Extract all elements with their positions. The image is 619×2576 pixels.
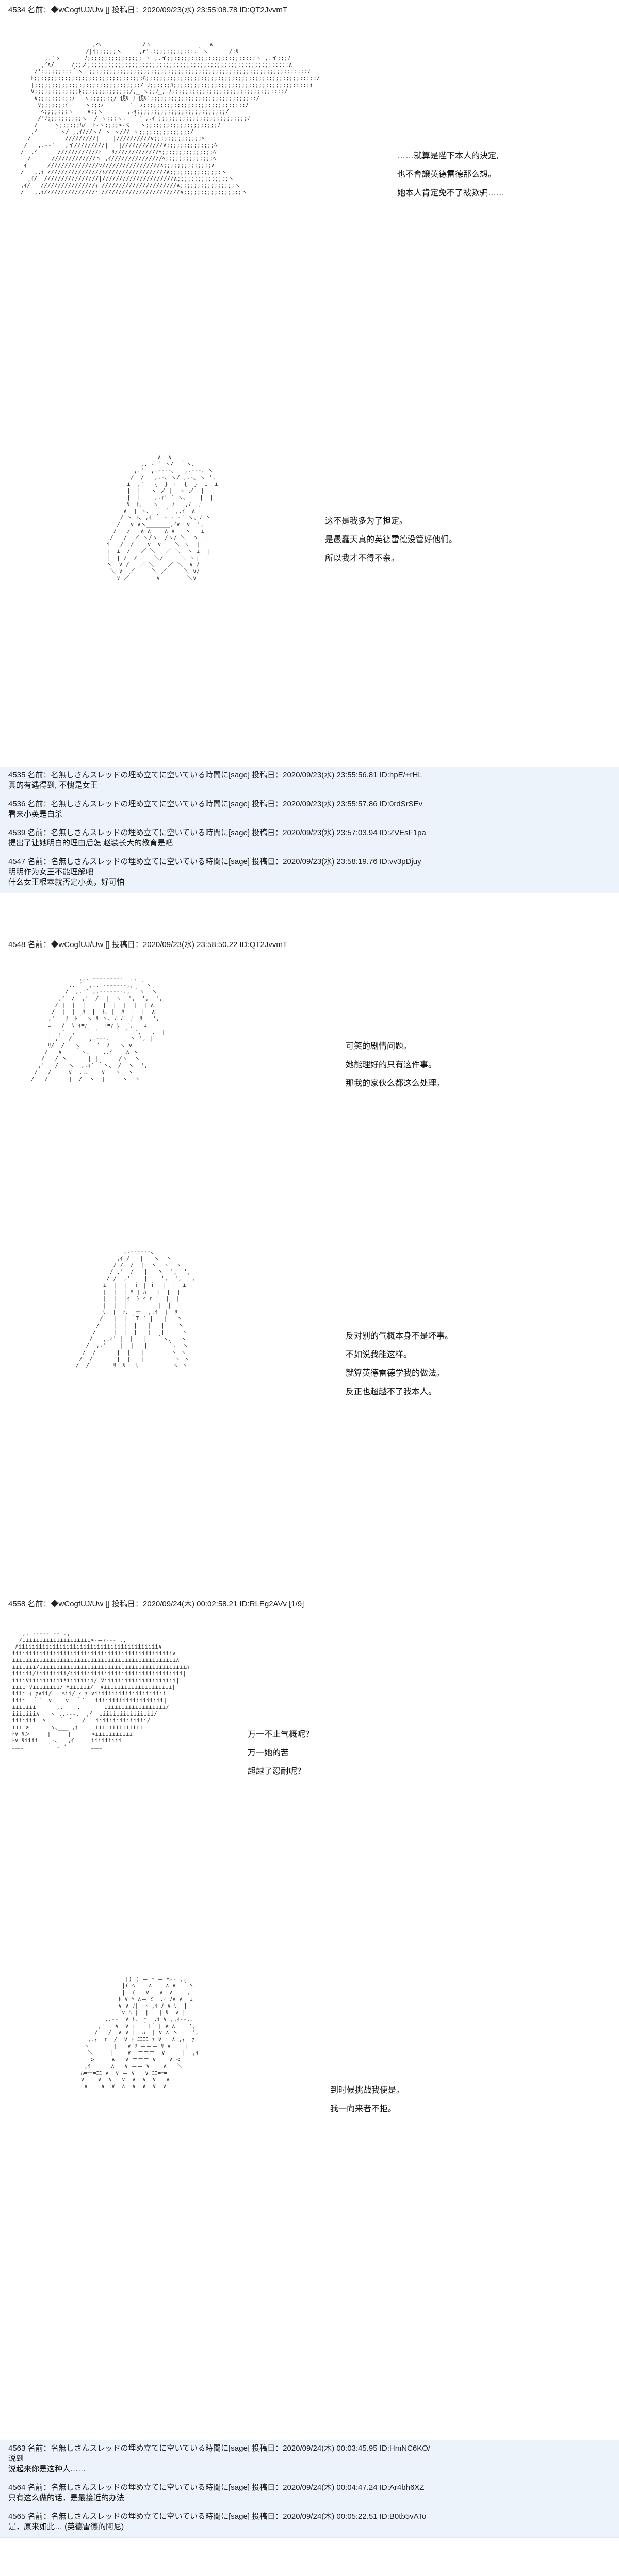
response-header: 4563 名前：名無しさんスレッドの埋め立てに空いている時間に[sage] 投稿… <box>8 2444 431 2453</box>
ascii-art-king-grinning: ,ヘ /ヽ ∧ /|j;;;;;;ヽ ,r'.:;;;;;;;;;::.｀ヽ /… <box>21 41 320 195</box>
dialogue-line: 反对别的气概本身不是坏事。 <box>346 1332 453 1341</box>
dialogue-4558-a: 万一不止气概呢？ 万一她的苦 超越了忍耐呢？ <box>248 1729 314 1785</box>
dialogue-line: 超越了忍耐呢？ <box>248 1767 306 1776</box>
ascii-art-character-b: ,.-‐‐‐--、 ,ｲ / | ヽ ヽ / / / | ヽ ヽ ヽ / ,' … <box>75 1248 196 1369</box>
response-body: 真的有遇得到, 不愧是女王 <box>8 781 98 790</box>
dialogue-4534-b: 这不是我多为了担定。 是愚蠢天真的英德雷德没管好他们。 所以我才不得不亲。 <box>325 516 457 572</box>
dialogue-line: 不如说我能这样。 <box>346 1350 412 1359</box>
response-header: 4565 名前：名無しさんスレッドの埋め立てに空いている時間に[sage] 投稿… <box>8 2512 427 2521</box>
dialogue-4548-a: 可笑的剧情问题。 她能理好的只有这件事。 那我的家伙么都这么处理。 <box>346 1041 445 1097</box>
dialogue-line: 这不是我多为了担定。 <box>325 517 408 526</box>
dialogue-line: ……就算是陛下本人的決定, <box>397 152 499 160</box>
response-header: 4564 名前：名無しさんスレッドの埋め立てに空いている時間に[sage] 投稿… <box>8 2483 425 2492</box>
dialogue-line: 她能理好的只有这件事。 <box>346 1061 437 1069</box>
dialogue-4558-b: 到时候挑战我便是。 我一向来者不拒。 <box>330 2085 404 2122</box>
post-header-4558: 4558 名前：◆wCogfUJ/Uw [] 投稿日：2020/09/24(木)… <box>8 1600 304 1608</box>
response-body: 是，原来如此… (英德雷德的阿尼) <box>8 2522 124 2531</box>
dialogue-line: 万一她的苦 <box>248 1749 289 1757</box>
response-body: 说到 说起来你是这种人…… <box>8 2454 86 2473</box>
post-header-4548: 4548 名前：◆wCogfUJ/Uw [] 投稿日：2020/09/23(水)… <box>8 940 288 949</box>
dialogue-line: 就算英德雷德学我的做法。 <box>346 1369 445 1378</box>
response-body: 看来小英是白杀 <box>8 810 63 819</box>
dialogue-line: 反正也超越不了我本人。 <box>346 1388 437 1396</box>
response-item: 4536 名前：名無しさんスレッドの埋め立てに空いている時間に[sage] 投稿… <box>0 796 619 825</box>
dialogue-line: 是愚蠢天真的英德雷德没管好他们。 <box>325 535 458 544</box>
dialogue-line: 她本人肯定免不了被欺骗…… <box>397 189 505 198</box>
response-header: 4539 名前：名無しさんスレッドの埋め立てに空いている時間に[sage] 投稿… <box>8 828 426 837</box>
dialogue-line: 可笑的剧情问题。 <box>346 1042 412 1051</box>
dialogue-line: 所以我才不得不亲。 <box>325 554 400 563</box>
response-header: 4536 名前：名無しさんスレッドの埋め立てに空いている時間に[sage] 投稿… <box>8 800 423 808</box>
post-header-4534: 4534 名前：◆wCogfUJ/Uw [] 投稿日：2020/09/23(水)… <box>8 6 288 14</box>
dialogue-line: 我一向来者不拒。 <box>330 2105 397 2113</box>
response-item: 4563 名前：名無しさんスレッドの埋め立てに空いている時間に[sage] 投稿… <box>0 2440 619 2480</box>
dialogue-line: 那我的家伙么都这么处理。 <box>346 1079 445 1088</box>
response-item: 4535 名前：名無しさんスレッドの埋め立てに空いている時間に[sage] 投稿… <box>0 767 619 796</box>
ascii-art-character-a: ,.. -‐‐‐‐‐‐‐- ., ,.'´ ,.. -‐‐‐‐‐-., ｀ヽ /… <box>31 975 166 1082</box>
dialogue-line: 也不會讓英德雷德那么想。 <box>397 170 497 179</box>
response-item: 4539 名前：名無しさんスレッドの埋め立てに空いている時間に[sage] 投稿… <box>0 825 619 854</box>
response-item: 4564 名前：名無しさんスレッドの埋め立てに空いている時間に[sage] 投稿… <box>0 2480 619 2508</box>
ascii-art-king-smug: ∧ ∧ ,. ‐'´ ヽ/ ｀ヽ､ ,.' ,.-‐‐-､ ,.-‐-､ ヽ /… <box>106 454 218 581</box>
dialogue-4548-b: 反对别的气概本身不是坏事。 不如说我能这样。 就算英德雷德学我的做法。 反正也超… <box>346 1331 453 1405</box>
response-body: 只有这么做的话，是最接近的办法 <box>8 2493 125 2502</box>
ascii-art-character-d: |) ( ＝ ｰ ＝ ﾍ-- ,. |( ﾍ ∧ ∧ ∧ ｀ヽ | ( ∨ ∨ … <box>80 1976 199 2090</box>
response-body: 明明作为女王不能理解吧 什么女王根本就否定小英，好可怕 <box>8 868 125 887</box>
ascii-art-character-c: ,. -‐‐‐‐ ‐- ., /iiiiiiiiiiiiiiiiiiii>‐＝ｧ… <box>12 1630 189 1751</box>
dialogue-line: 万一不止气概呢？ <box>248 1730 314 1739</box>
response-item: 4547 名前：名無しさんスレッドの埋め立てに空いている時間に[sage] 投稿… <box>0 854 619 893</box>
response-header: 4547 名前：名無しさんスレッドの埋め立てに空いている時間に[sage] 投稿… <box>8 857 421 866</box>
response-block: 4535 名前：名無しさんスレッドの埋め立てに空いている時間に[sage] 投稿… <box>0 767 619 893</box>
response-body: 提出了让她明白的理由后怎 赵装长大的教育是吧 <box>8 839 173 847</box>
dialogue-line: 到时候挑战我便是。 <box>330 2086 405 2095</box>
response-item: 4565 名前：名無しさんスレッドの埋め立てに空いている時間に[sage] 投稿… <box>0 2508 619 2537</box>
dialogue-4534-a: ……就算是陛下本人的決定, 也不會讓英德雷德那么想。 她本人肯定免不了被欺骗…… <box>397 151 504 206</box>
response-block: 4563 名前：名無しさんスレッドの埋め立てに空いている時間に[sage] 投稿… <box>0 2440 619 2538</box>
response-header: 4535 名前：名無しさんスレッドの埋め立てに空いている時間に[sage] 投稿… <box>8 771 422 779</box>
